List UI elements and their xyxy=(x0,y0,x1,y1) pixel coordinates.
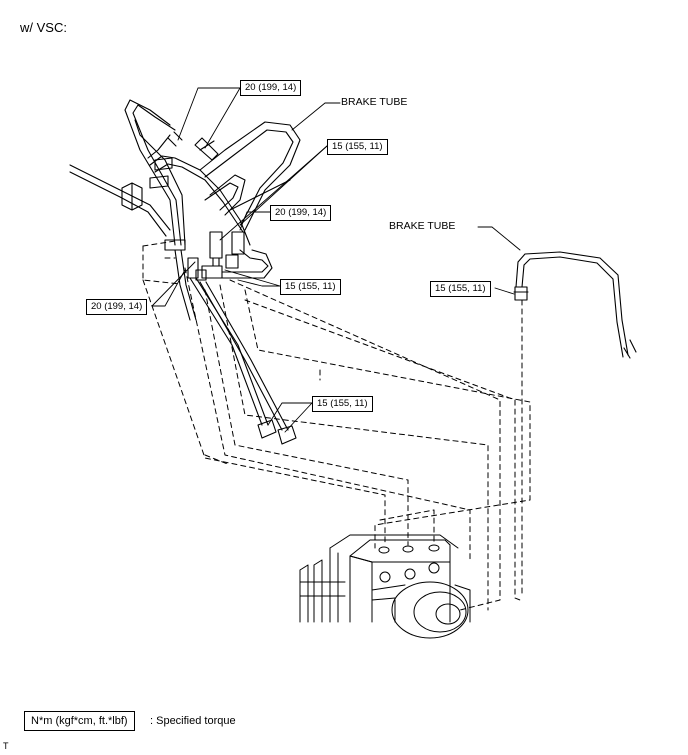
brake-tube-callout: BRAKE TUBE xyxy=(389,220,456,232)
torque-label: 20 (199, 14) xyxy=(240,80,302,96)
torque-label: 15 (155, 11) xyxy=(280,279,341,295)
alignment-guides xyxy=(142,240,531,611)
torque-label: 15 (155, 11) xyxy=(327,139,388,155)
torque-label: 15 (155, 11) xyxy=(312,396,373,412)
figure-code: T xyxy=(3,741,9,751)
torque-label: 15 (155, 11) xyxy=(430,281,491,297)
torque-label: 20 (199, 14) xyxy=(270,205,332,221)
legend-description: : Specified torque xyxy=(150,715,236,727)
diagram-title: w/ VSC: xyxy=(20,20,67,35)
torque-label: 20 (199, 14) xyxy=(86,299,148,315)
brake-tube-bundle xyxy=(69,99,301,445)
brake-tube-callout: BRAKE TUBE xyxy=(341,96,408,108)
legend-unit-box: N*m (kgf*cm, ft.*lbf) xyxy=(24,711,135,731)
abs-actuator xyxy=(299,534,471,639)
right-brake-tube xyxy=(513,251,637,359)
leader-lines xyxy=(151,87,521,433)
